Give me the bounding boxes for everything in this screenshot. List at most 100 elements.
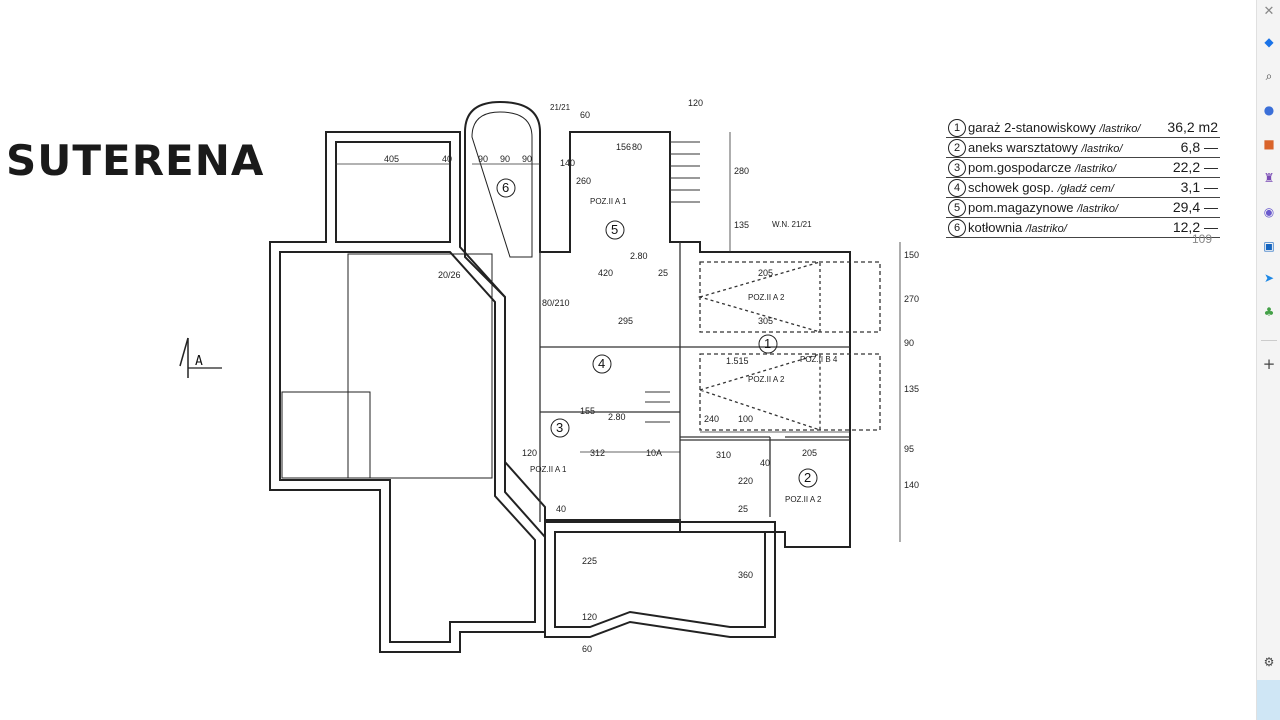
settings-icon[interactable]: ⚙: [1263, 655, 1275, 669]
plan-label: POZ.II A 1: [530, 465, 567, 474]
dimension-label: 280: [734, 166, 749, 176]
dimension-label: 2.80: [630, 251, 648, 261]
dimension-label: 80: [632, 142, 642, 152]
room-number: 2: [804, 470, 811, 485]
dimension-label: 135: [904, 384, 919, 394]
dimension-label: 225: [582, 556, 597, 566]
plan-label: POZ.II A 2: [785, 495, 822, 504]
dimension-label: 135: [734, 220, 749, 230]
legend-number: 3: [948, 159, 966, 177]
section-marker: A: [178, 334, 224, 380]
legend-room-name: pom.magazynowe: [968, 200, 1074, 215]
dimension-label: 155: [580, 406, 595, 416]
outlook-icon[interactable]: ▣: [1263, 239, 1275, 253]
dimension-label: 120: [522, 448, 537, 458]
add-icon[interactable]: +: [1262, 355, 1276, 373]
dimension-label: 1.515: [726, 356, 749, 366]
dimension-label: 120: [688, 98, 703, 108]
dimension-label: 205: [802, 448, 817, 458]
room-number: 1: [764, 336, 771, 351]
legend-number: 1: [948, 119, 966, 137]
legend-room-name: aneks warsztatowy: [968, 140, 1078, 155]
legend-room-name: garaż 2-stanowiskowy: [968, 120, 1096, 135]
close-icon[interactable]: ✕: [1263, 4, 1275, 19]
dimension-label: 60: [580, 110, 590, 120]
legend-finish: /gładź cem/: [1057, 183, 1114, 195]
legend-finish: /lastriko/: [1074, 163, 1116, 175]
legend-finish: /lastriko/: [1081, 143, 1123, 155]
legend-finish: /lastriko/: [1077, 203, 1119, 215]
dimension-label: 40: [760, 458, 770, 468]
dimension-label: 240: [704, 414, 719, 424]
room-number: 4: [598, 356, 605, 371]
dimension-label: 60: [582, 644, 592, 654]
legend-number: 6: [948, 219, 966, 237]
dimension-label: 10A: [646, 448, 662, 458]
browser-sidebar: ✕ ◆ ⌕ ● ■ ♜ ◉ ▣ ➤ ♣ + ⚙: [1256, 0, 1280, 720]
legend-row: 1 garaż 2-stanowiskowy /lastriko/ 36,2 m…: [946, 118, 1220, 138]
dimension-label: 360: [738, 570, 753, 580]
shopping-icon[interactable]: ●: [1263, 103, 1275, 117]
plan-label: POZ.II A 2: [748, 375, 785, 384]
dimension-label: 25: [658, 268, 668, 278]
legend-number: 5: [948, 199, 966, 217]
send-icon[interactable]: ➤: [1263, 271, 1275, 285]
dimension-label: 90: [522, 154, 532, 164]
dimension-label: 260: [576, 176, 591, 186]
dimension-label: 156: [616, 142, 631, 152]
room-number: 3: [556, 420, 563, 435]
plan-label: POZ.II B 4: [800, 355, 838, 364]
copilot-icon[interactable]: ◆: [1264, 35, 1274, 49]
room-legend: 1 garaż 2-stanowiskowy /lastriko/ 36,2 m…: [946, 118, 1220, 246]
legend-row: 4 schowek gosp. /gładź cem/ 3,1 —: [946, 178, 1220, 198]
dimension-label: 140: [904, 480, 919, 490]
dimension-label: 95: [904, 444, 914, 454]
dimension-label: 305: [758, 316, 773, 326]
dimension-label: 270: [904, 294, 919, 304]
dimension-label: 205: [758, 268, 773, 278]
dimension-label: 40: [442, 154, 452, 164]
legend-row: 6 kotłownia /lastriko/ 12,2 —: [946, 218, 1220, 238]
legend-finish: /lastriko/: [1025, 223, 1067, 235]
plan-label: W.N. 21/21: [772, 220, 812, 229]
plan-label: POZ.II A 1: [590, 197, 627, 206]
dimension-label: 295: [618, 316, 633, 326]
dimension-label: 40: [556, 504, 566, 514]
dimension-label: 220: [738, 476, 753, 486]
dimension-label: 90: [478, 154, 488, 164]
dimension-label: 80/210: [542, 298, 570, 308]
legend-area: 22,2 —: [1172, 159, 1218, 175]
dimension-label: 100: [738, 414, 753, 424]
legend-room-name: schowek gosp.: [968, 180, 1054, 195]
dimension-label: 312: [590, 448, 605, 458]
sidebar-bottom-panel[interactable]: [1257, 680, 1280, 720]
legend-area: 29,4 —: [1172, 199, 1218, 215]
dimension-label: 120: [582, 612, 597, 622]
room-number: 6: [502, 180, 509, 195]
legend-area: 12,2 —: [1172, 219, 1218, 235]
legend-row: 3 pom.gospodarcze /lastriko/ 22,2 —: [946, 158, 1220, 178]
dimension-label: 25: [738, 504, 748, 514]
section-arrow-icon: [179, 337, 222, 378]
dimension-label: 90: [500, 154, 510, 164]
legend-room-name: pom.gospodarcze: [968, 160, 1072, 175]
dimension-label: 90: [904, 338, 914, 348]
section-marker-label: A: [195, 354, 203, 369]
briefcase-icon[interactable]: ■: [1263, 137, 1275, 151]
search-icon[interactable]: ⌕: [1265, 69, 1273, 83]
room-number: 5: [611, 222, 618, 237]
legend-area: 36,2 m2: [1167, 119, 1218, 135]
dimension-label: 405: [384, 154, 399, 164]
legend-number: 2: [948, 139, 966, 157]
legend-total: 109: [1191, 232, 1212, 246]
tree-icon[interactable]: ♣: [1263, 305, 1275, 319]
dimension-label: 20/26: [438, 270, 461, 280]
legend-finish: /lastriko/: [1099, 123, 1141, 135]
m365-icon[interactable]: ◉: [1263, 205, 1275, 219]
games-icon[interactable]: ♜: [1263, 171, 1275, 185]
dimension-label: 140: [560, 158, 575, 168]
legend-row: 2 aneks warsztatowy /lastriko/ 6,8 —: [946, 138, 1220, 158]
legend-area: 6,8 —: [1180, 139, 1218, 155]
dimension-label: 420: [598, 268, 613, 278]
dimension-label: 310: [716, 450, 731, 460]
